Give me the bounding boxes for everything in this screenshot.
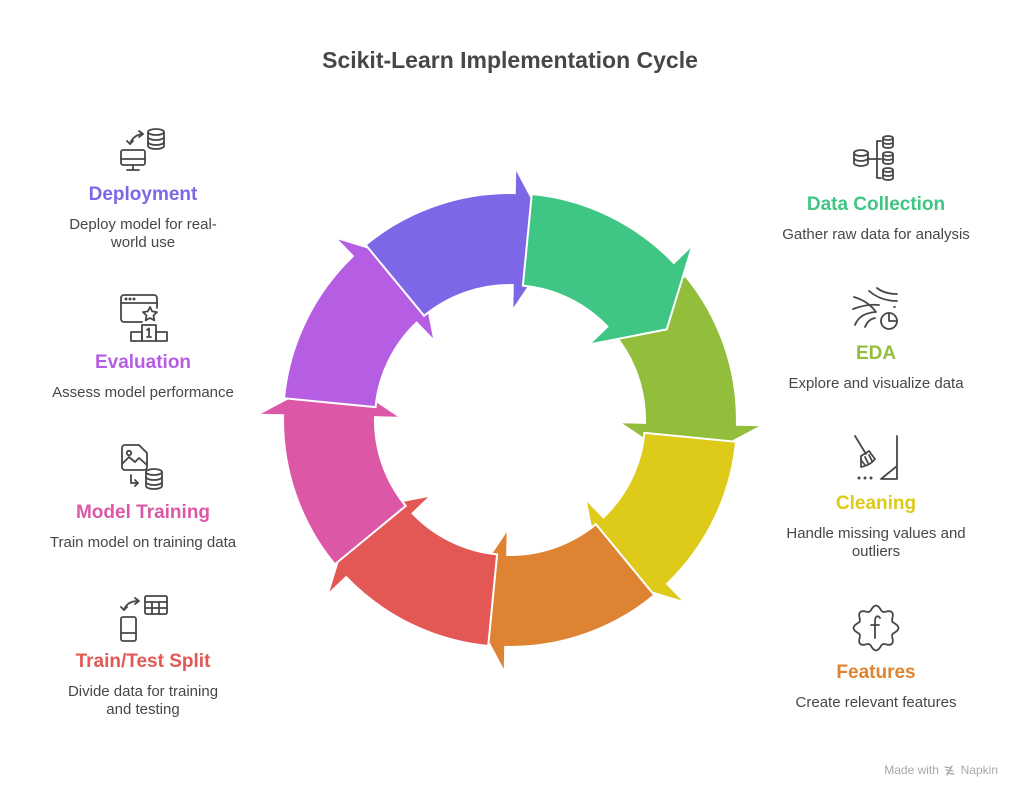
cycle-arrow-data-collection-overlay: [521, 192, 695, 347]
image-to-database-icon: [121, 444, 163, 490]
flow-chart-pie-icon: [852, 287, 898, 330]
step-description: Gather raw data for analysis: [782, 226, 970, 243]
database-tree-icon: [853, 135, 894, 181]
step-label: Features: [836, 662, 916, 683]
step-label: Train/Test Split: [75, 651, 211, 672]
napkin-brand-text[interactable]: Napkin: [960, 763, 998, 777]
step-deployment: Deployment Deploy model for real-world u…: [33, 126, 253, 252]
step-evaluation: Evaluation Assess model performance: [33, 292, 253, 402]
diagram-title: Scikit-Learn Implementation Cycle: [322, 47, 698, 73]
step-label: Evaluation: [94, 352, 192, 373]
step-description: Create relevant features: [795, 694, 957, 711]
monitor-database-sync-icon: [120, 128, 165, 171]
step-label: Data Collection: [806, 194, 946, 215]
made-with-text: Made with: [884, 763, 939, 777]
podium-star-icon: [120, 294, 168, 342]
step-description: Divide data for training and testing: [67, 683, 219, 718]
function-gear-icon: [852, 604, 900, 652]
step-label: Model Training: [75, 502, 211, 523]
step-description: Assess model performance: [52, 384, 234, 401]
step-features: Features Create relevant features: [766, 602, 986, 712]
footer-credit: Made with Napkin: [884, 763, 998, 777]
step-description: Explore and visualize data: [788, 375, 964, 392]
napkin-logo-icon: [944, 765, 955, 776]
cycle-arrow-features: [462, 522, 656, 677]
step-data-collection: Data Collection Gather raw data for anal…: [766, 134, 986, 244]
step-description: Handle missing values and outliers: [786, 525, 966, 560]
step-model-training: Model Training Train model on training d…: [33, 442, 253, 552]
step-label: Cleaning: [835, 493, 917, 514]
device-table-swap-icon: [120, 595, 168, 642]
step-label: Deployment: [88, 184, 198, 205]
step-label: EDA: [855, 343, 897, 364]
step-cleaning: Cleaning Handle missing values and outli…: [766, 433, 986, 561]
step-train-test-split: Train/Test Split Divide data for trainin…: [33, 593, 253, 719]
cycle-arrow-deployment: [364, 163, 558, 318]
cycle-arrow-model-training: [253, 372, 408, 566]
broom-icon: [854, 435, 898, 480]
step-eda: EDA Explore and visualize data: [766, 285, 986, 393]
step-description: Deploy model for real-world use: [69, 216, 217, 251]
step-description: Train model on training data: [49, 534, 237, 551]
